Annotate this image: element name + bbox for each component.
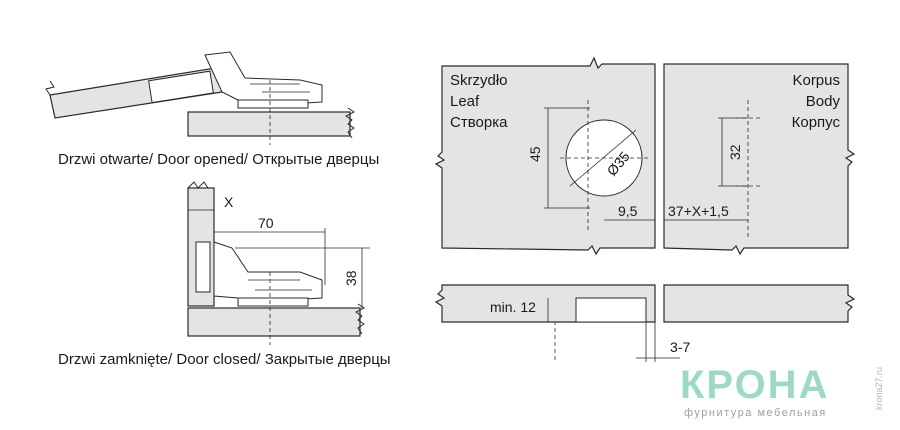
- dim-32-label: 32: [727, 144, 743, 160]
- leaf-panel: [434, 56, 656, 256]
- dim-38-label: 38: [343, 270, 359, 286]
- opened-hinge-arm: [204, 51, 323, 107]
- closed-carcass-panel: [187, 307, 361, 337]
- opened-caption: Drzwi otwarte/ Door opened/ Открытые две…: [58, 151, 379, 168]
- closed-hinge-arm: [213, 241, 323, 303]
- drilling-plan: Skrzydło Leaf Створка Ø35 45 9,5 Korpus …: [434, 56, 856, 362]
- leaf-label-ru: Створка: [450, 114, 508, 131]
- body-section: [663, 284, 856, 323]
- dim-x-label: X: [224, 194, 234, 210]
- leaf-label-pl: Skrzydło: [450, 72, 508, 89]
- dim-70-label: 70: [258, 215, 274, 231]
- cup-section: [575, 297, 647, 323]
- logo-side-text: krona27.ru: [874, 367, 884, 410]
- opened-door-break: [45, 80, 55, 96]
- dim-3-7-label: 3-7: [670, 339, 690, 355]
- body-label-en: Body: [806, 93, 841, 110]
- dim-offset-label: 37+X+1,5: [668, 203, 729, 219]
- krona-logo: КРОНА фурнитура мебельная krona27.ru: [680, 363, 884, 419]
- body-label-ru: Корпус: [792, 114, 841, 131]
- closed-caption: Drzwi zamknięte/ Door closed/ Закрытые д…: [58, 351, 391, 368]
- logo-name: КРОНА: [680, 363, 829, 407]
- dim-min12-label: min. 12: [490, 299, 536, 315]
- opened-carcass-panel: [187, 111, 351, 137]
- opened-hinge-cup: [148, 70, 214, 104]
- dim-45-label: 45: [527, 146, 543, 162]
- opened-mounting-plate: [237, 99, 309, 109]
- body-label-pl: Korpus: [792, 72, 840, 89]
- body-panel: [663, 63, 856, 256]
- closed-mounting-plate: [237, 297, 309, 307]
- door-opened-view: Drzwi otwarte/ Door opened/ Открытые две…: [45, 51, 379, 168]
- logo-tagline: фурнитура мебельная: [684, 407, 827, 419]
- closed-hinge-cup: [195, 241, 211, 293]
- dim-9-5-label: 9,5: [618, 203, 638, 219]
- leaf-label-en: Leaf: [450, 93, 480, 110]
- door-closed-view: X 70 38 Drzwi zamknięte/ Door closed/ За…: [58, 181, 556, 368]
